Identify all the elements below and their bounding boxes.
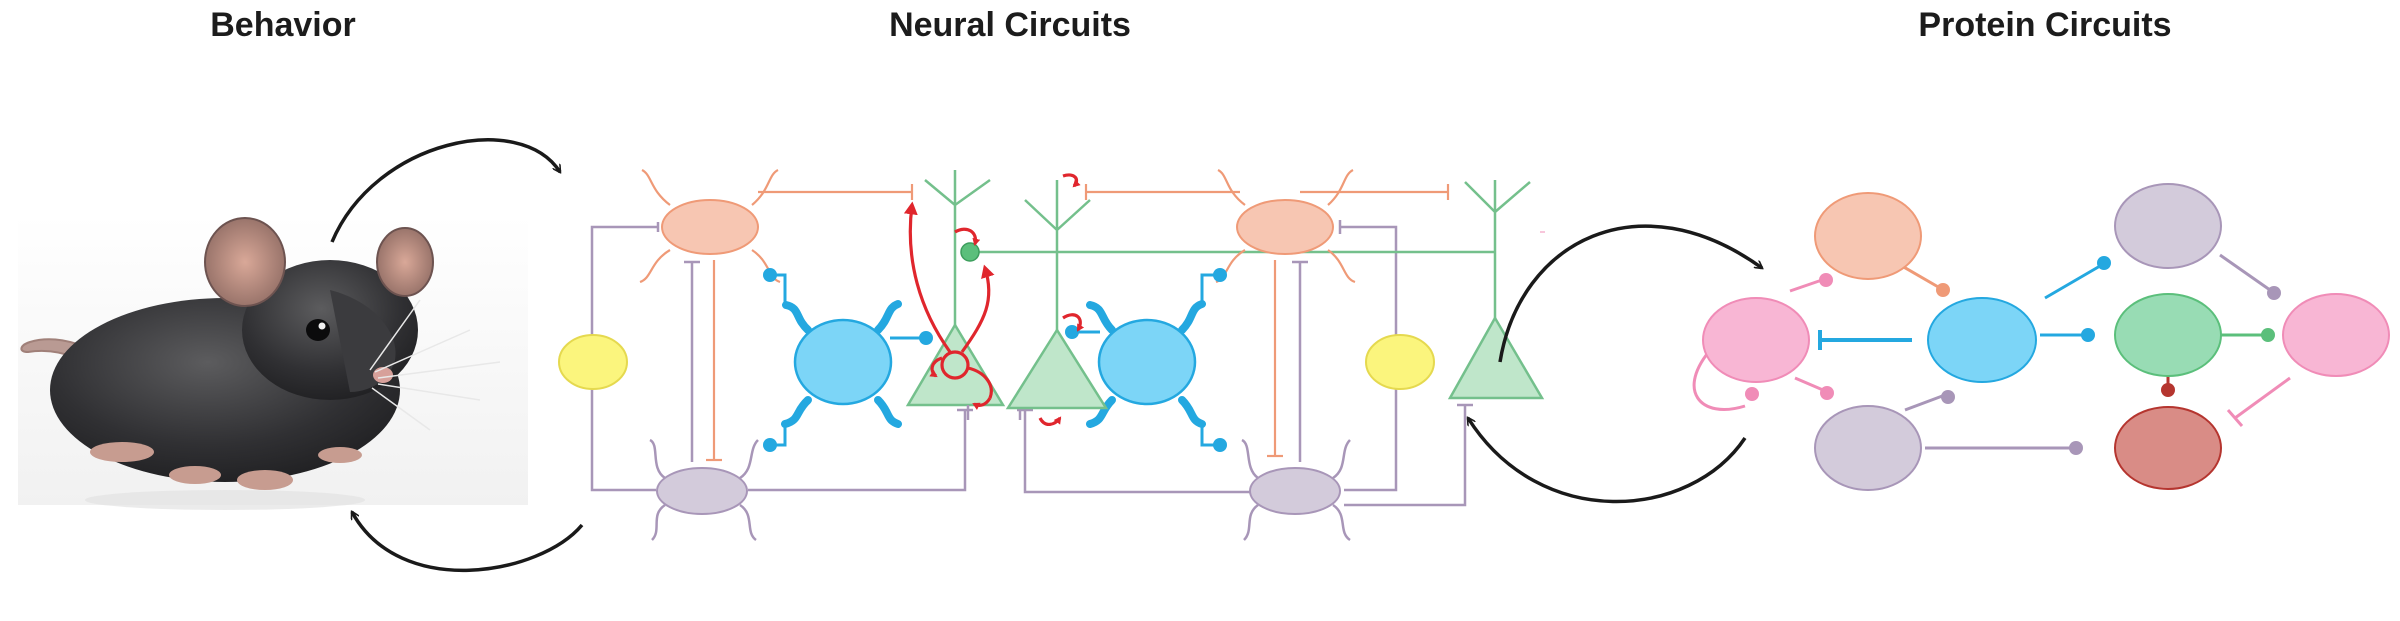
protein-node-orange (1814, 192, 1922, 280)
curved-arrow-icon (350, 512, 584, 572)
protein-circuits-title: Protein Circuits (1918, 6, 2172, 44)
mouse-photo (18, 215, 528, 510)
lilac-interneuron (649, 438, 759, 542)
pyramidal-cell (1005, 327, 1109, 410)
basket-cell (763, 268, 933, 452)
protein-node-pink (1702, 297, 1810, 383)
protein-circuit (1540, 183, 2390, 491)
red-feedback-arrows (903, 173, 1085, 426)
protein-node-red (2114, 406, 2222, 490)
protein-node-pink (2282, 293, 2390, 377)
pyramidal-cell (1447, 315, 1545, 400)
protein-node-green (2114, 293, 2222, 377)
neural-circuit (558, 169, 1545, 542)
curved-arrow-icon (330, 138, 562, 243)
lilac-interneuron (1241, 438, 1351, 542)
orange-interneuron (639, 169, 781, 284)
curved-arrow-icon (1466, 418, 1747, 504)
yellow-cell (558, 334, 628, 390)
protein-node-lilac (1814, 405, 1922, 491)
yellow-cell (1365, 334, 1435, 390)
curved-arrow-icon (1498, 224, 1762, 363)
basket-cell (1065, 268, 1227, 452)
behavior-title: Behavior (210, 6, 356, 44)
neural-circuits-title: Neural Circuits (889, 6, 1131, 44)
protein-node-blue (1927, 297, 2037, 383)
pyramidal-dendrite (924, 170, 1531, 330)
protein-node-lilac (2114, 183, 2222, 269)
orange-interneuron (1215, 169, 1356, 284)
